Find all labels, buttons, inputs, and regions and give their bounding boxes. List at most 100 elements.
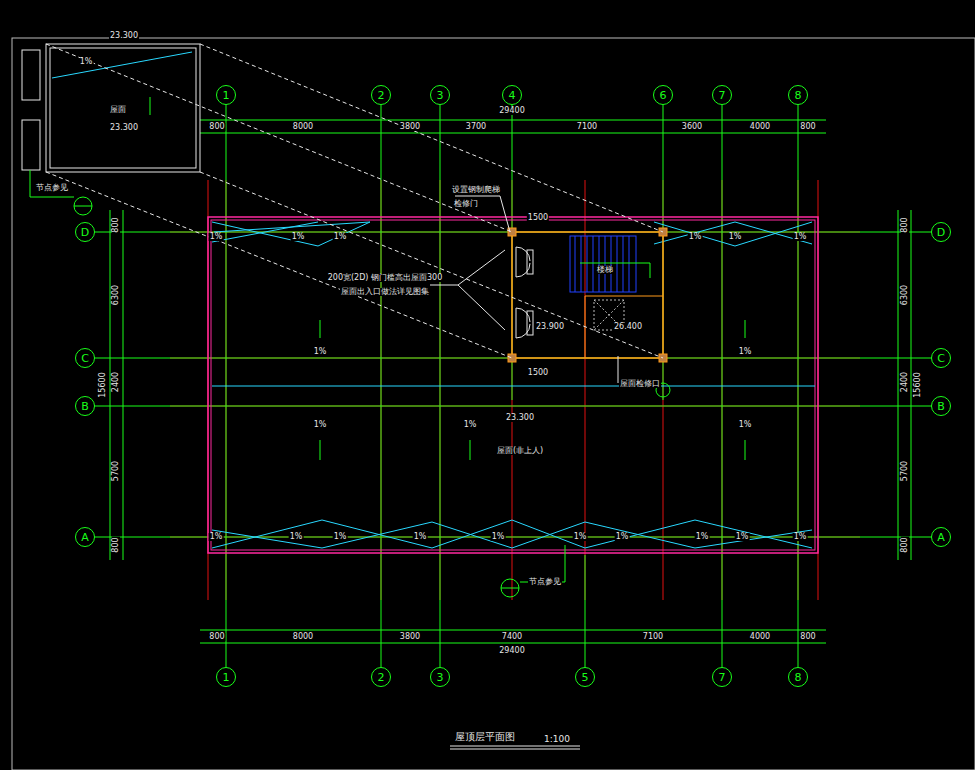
drawing-note: 29400 [498, 647, 525, 655]
axis-bubble: 5 [575, 667, 595, 687]
axis-label: 5 [582, 672, 589, 683]
axis-label: 6 [660, 90, 667, 101]
axis-label: 3 [437, 90, 444, 101]
axis-label: 1 [223, 90, 230, 101]
axis-bubble: 1 [216, 667, 236, 687]
drawing-note: 200宽(2D) 钢门槛高出屋面300 [327, 274, 444, 282]
drawing-note: 1% [313, 421, 328, 429]
drawing-note: 1% [735, 533, 750, 541]
drawing-note: 3800 [399, 123, 421, 131]
drawing-note: 2400 [112, 371, 120, 393]
drawing-note: 7100 [576, 123, 598, 131]
drawing-note: 4000 [749, 123, 771, 131]
drawing-note: 1% [209, 233, 224, 241]
drawing-note: 23.300 [109, 32, 139, 40]
drawing-note: 1% [688, 233, 703, 241]
drawing-note: 1% [695, 533, 710, 541]
axis-bubble: 6 [653, 85, 673, 105]
axis-bubble: 7 [712, 667, 732, 687]
drawing-note: 800 [799, 123, 816, 131]
axis-bubble: D [75, 222, 95, 242]
axis-bubble: 3 [430, 667, 450, 687]
drawing-note: 屋面检修口 [619, 380, 661, 388]
drawing-note: 23.300 [109, 124, 139, 132]
drawing-note: 检修门 [453, 200, 479, 208]
axis-bubble: 3 [430, 85, 450, 105]
drawing-note: 1% [491, 533, 506, 541]
axis-label: 7 [719, 90, 726, 101]
axis-label: B [937, 401, 945, 412]
drawing-note: 800 [208, 633, 225, 641]
axis-label: 8 [795, 672, 802, 683]
drawing-note: 8000 [292, 123, 314, 131]
drawing-note: 29400 [498, 107, 525, 115]
drawing-note: 6300 [112, 284, 120, 306]
drawing-note: 节点参见 [35, 184, 69, 192]
drawing-note: 2400 [901, 371, 909, 393]
axis-label: A [937, 532, 945, 543]
drawing-note: 1:100 [543, 735, 571, 744]
axis-label: D [937, 227, 945, 238]
drawing-note: 1% [615, 533, 630, 541]
drawing-title: 屋顶层平面图 [455, 730, 515, 744]
axis-label: 8 [795, 90, 802, 101]
drawing-note: 1% [313, 348, 328, 356]
drawing-note: 1% [291, 233, 306, 241]
axis-bubble: C [75, 348, 95, 368]
axis-label: 3 [437, 672, 444, 683]
drawing-note: 1% [289, 533, 304, 541]
drawing-note: 设置钢制爬梯 [451, 186, 501, 194]
drawing-note: 3700 [465, 123, 487, 131]
drawing-note: 15600 [914, 371, 922, 398]
axis-label: C [937, 353, 945, 364]
drawing-note: 1% [413, 533, 428, 541]
drawing-note: 800 [901, 216, 909, 233]
drawing-note: 1% [728, 233, 743, 241]
axis-bubble: 8 [788, 85, 808, 105]
axis-bubble: 2 [371, 667, 391, 687]
drawing-note: 1% [333, 233, 348, 241]
drawing-note: 4000 [749, 633, 771, 641]
drawing-note: 1500 [527, 369, 549, 377]
axis-label: B [81, 401, 89, 412]
drawing-note: 15600 [99, 371, 107, 398]
drawing-note: 3800 [399, 633, 421, 641]
axis-bubble: C [931, 348, 951, 368]
drawing-note: 26.400 [613, 323, 643, 331]
drawing-note: 8000 [292, 633, 314, 641]
axis-bubble: A [75, 527, 95, 547]
drawing-note: 800 [799, 633, 816, 641]
drawing-note: 5700 [901, 460, 909, 482]
drawing-note: 1% [333, 533, 348, 541]
drawing-note: 23.300 [505, 414, 535, 422]
drawing-note: 800 [208, 123, 225, 131]
drawing-note: 屋面(非上人) [496, 447, 544, 455]
drawing-note: 1% [793, 233, 808, 241]
drawing-note: 节点参见 [528, 578, 562, 586]
axis-bubble: D [931, 222, 951, 242]
drawing-note: 7100 [642, 633, 664, 641]
drawing-note: 23.900 [535, 323, 565, 331]
drawing-note: 800 [901, 536, 909, 553]
drawing-note: 楼梯 [596, 266, 614, 274]
drawing-note: 1% [573, 533, 588, 541]
drawing-note: 6300 [901, 284, 909, 306]
axis-label: A [81, 532, 89, 543]
drawing-note: 800 [112, 216, 120, 233]
drawing-note: 1500 [527, 214, 549, 222]
drawing-note: 1% [209, 533, 224, 541]
axis-bubble: 8 [788, 667, 808, 687]
drawing-note: 7400 [501, 633, 523, 641]
axis-label: 1 [223, 672, 230, 683]
drawing-note: 1% [738, 348, 753, 356]
axis-bubble: 4 [502, 85, 522, 105]
axis-label: 2 [378, 672, 385, 683]
drawing-note: 屋面出入口做法详见图集 [340, 288, 430, 296]
axis-label: 7 [719, 672, 726, 683]
axis-label: D [81, 227, 89, 238]
drawing-note: 1% [463, 421, 478, 429]
drawing-note: 1% [793, 533, 808, 541]
axis-label: C [81, 353, 89, 364]
